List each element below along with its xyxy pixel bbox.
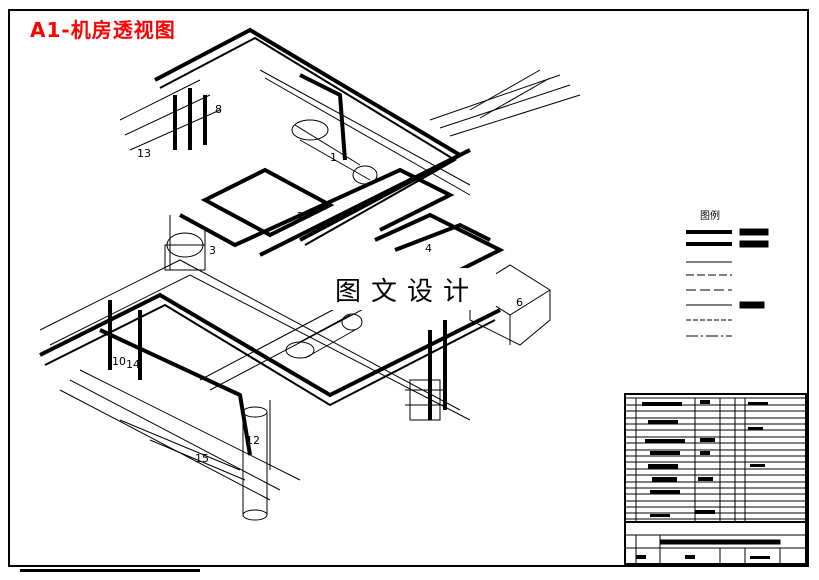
callout-2: 2 xyxy=(297,210,304,223)
callout-4: 4 xyxy=(425,242,432,255)
legend xyxy=(686,228,769,337)
callout-3: 3 xyxy=(209,244,216,257)
callout-15: 15 xyxy=(195,452,209,465)
callout-12: 12 xyxy=(246,434,260,447)
tank-1 xyxy=(291,119,378,185)
drawing-frame xyxy=(8,9,809,567)
callout-10: 10 xyxy=(112,355,126,368)
title-block-fills xyxy=(636,400,770,559)
tank-12 xyxy=(242,400,271,521)
upper-pipe-loop xyxy=(154,27,465,246)
callout-13: 13 xyxy=(137,147,151,160)
watermark-text: 图文设计 xyxy=(318,268,496,310)
lower-right-valves xyxy=(405,379,445,421)
frame-bottom-strip xyxy=(20,569,200,572)
drawing-title: A1-机房透视图 xyxy=(30,18,176,42)
callout-14: 14 xyxy=(126,358,140,371)
legend-title: 图例 xyxy=(700,211,720,222)
title-block-lines xyxy=(624,397,807,565)
lower-tank xyxy=(285,313,363,359)
pump-assembly-3 xyxy=(164,215,206,271)
callout-1: 1 xyxy=(330,151,337,164)
callout-8: 8 xyxy=(215,103,222,116)
middle-pipe-cluster xyxy=(179,148,505,282)
callout-6: 6 xyxy=(516,296,523,309)
title-block xyxy=(624,393,807,565)
